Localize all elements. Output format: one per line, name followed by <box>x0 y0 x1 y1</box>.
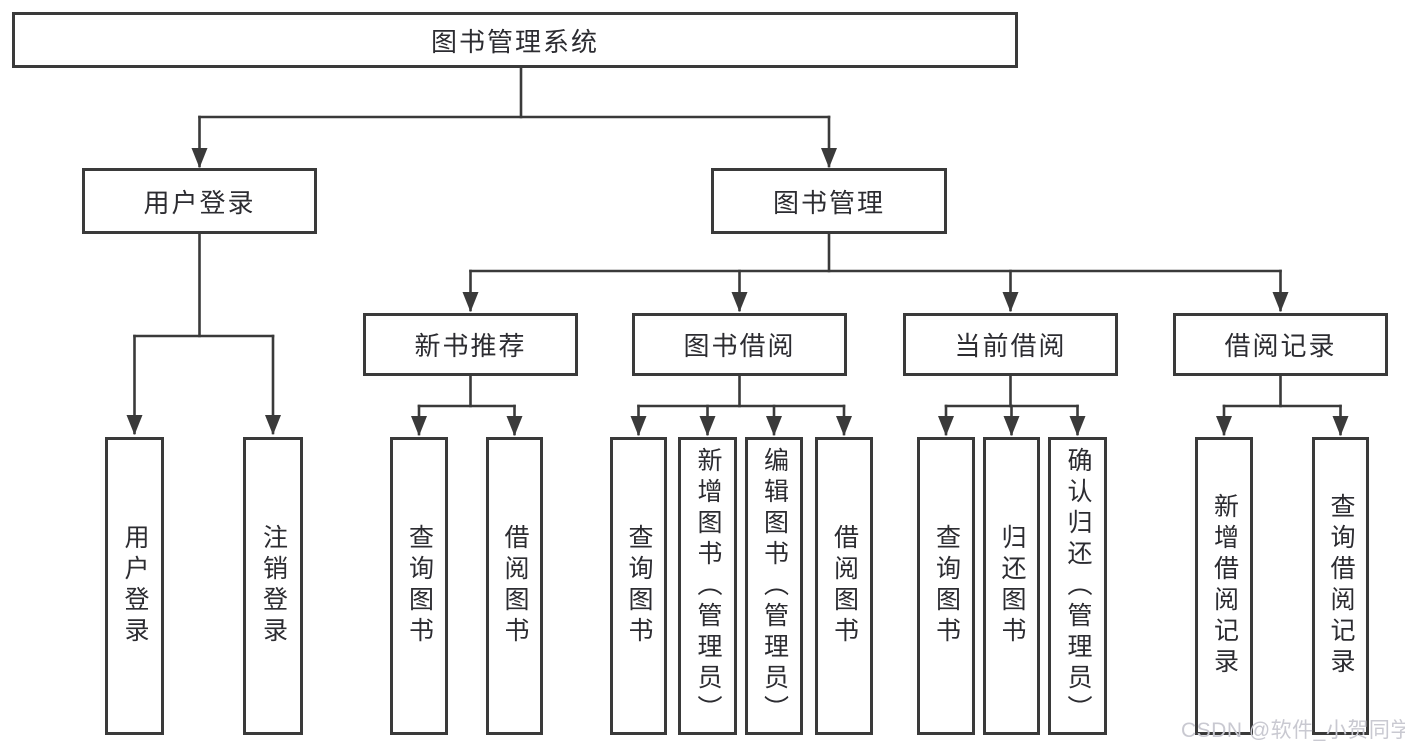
node-label: 用户登录 <box>143 187 256 218</box>
node-label: 编辑图书（管理员） <box>760 446 789 726</box>
node-label: 借阅图书 <box>501 524 529 648</box>
node-label: 新增图书（管理员） <box>694 446 722 726</box>
node-book-borrowing: 图书借阅 <box>632 313 847 376</box>
node-label: 借阅图书 <box>830 524 859 648</box>
node-leaf-user-login: 用户登录 <box>105 437 164 735</box>
node-leaf-cb-query-books: 查询图书 <box>917 437 975 735</box>
node-label: 查询借阅记录 <box>1327 493 1355 679</box>
node-leaf-nbr-borrow-books: 借阅图书 <box>486 437 543 735</box>
node-leaf-bb-edit-books-admin: 编辑图书（管理员） <box>745 437 803 735</box>
node-label: 新书推荐 <box>414 331 527 361</box>
node-label: 查询图书 <box>625 524 653 648</box>
node-label: 查询图书 <box>405 524 434 648</box>
node-leaf-br-add-record: 新增借阅记录 <box>1195 437 1253 735</box>
node-label: 当前借阅 <box>954 331 1067 361</box>
node-book-management-system: 图书管理系统 <box>12 12 1018 68</box>
node-leaf-cb-confirm-return-admin: 确认归还（管理员） <box>1048 437 1107 735</box>
node-leaf-bb-borrow-books: 借阅图书 <box>815 437 873 735</box>
node-label: 新增借阅记录 <box>1210 493 1239 679</box>
node-leaf-bb-add-books-admin: 新增图书（管理员） <box>678 437 737 735</box>
node-borrowing-records: 借阅记录 <box>1173 313 1388 376</box>
node-label: 借阅记录 <box>1224 331 1337 361</box>
node-current-borrowing: 当前借阅 <box>903 313 1118 376</box>
node-book-management: 图书管理 <box>711 168 947 234</box>
node-label: 用户登录 <box>121 524 149 648</box>
node-label: 注销登录 <box>259 524 288 648</box>
node-leaf-cb-return-books: 归还图书 <box>983 437 1040 735</box>
node-new-book-recommend: 新书推荐 <box>363 313 578 376</box>
node-leaf-bb-query-books: 查询图书 <box>610 437 667 735</box>
node-user-login: 用户登录 <box>82 168 317 234</box>
csdn-watermark: CSDN @软件_小贺同学 <box>1181 719 1405 742</box>
node-label: 查询图书 <box>932 524 961 648</box>
node-leaf-logout: 注销登录 <box>243 437 303 735</box>
node-leaf-br-query-record: 查询借阅记录 <box>1312 437 1369 735</box>
node-label: 图书管理系统 <box>430 26 599 57</box>
node-label: 确认归还（管理员） <box>1064 446 1092 726</box>
node-label: 图书管理 <box>772 187 885 218</box>
node-label: 图书借阅 <box>683 331 796 361</box>
node-label: 归还图书 <box>998 524 1026 648</box>
node-leaf-nbr-query-books: 查询图书 <box>390 437 448 735</box>
